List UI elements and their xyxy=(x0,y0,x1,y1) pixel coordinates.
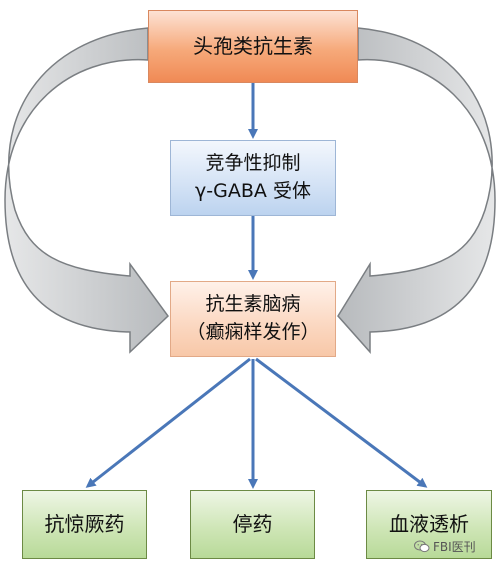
node-gaba-line2: γ-GABA 受体 xyxy=(195,180,311,202)
node-stop-drug: 停药 xyxy=(190,490,315,559)
wechat-icon xyxy=(414,540,430,553)
node-anticonvulsant: 抗惊厥药 xyxy=(22,490,147,559)
node-gaba-line1: 竞争性抑制 xyxy=(205,152,301,175)
node-hemodialysis: 血液透析 xyxy=(366,490,492,559)
arrow-center-to-left xyxy=(85,357,251,488)
node-cephalosporin: 头孢类抗生素 xyxy=(148,10,358,83)
node-encephalopathy-line2: （癫痫样发作） xyxy=(186,321,320,343)
watermark-text: FBI医刊 xyxy=(433,540,476,554)
left-curved-arrow xyxy=(4,27,169,354)
node-encephalopathy-line1: 抗生素脑病 xyxy=(205,293,301,316)
arrow-center-to-right xyxy=(255,357,428,488)
watermark: FBI医刊 xyxy=(414,538,476,555)
node-cephalosporin-label: 头孢类抗生素 xyxy=(193,34,313,58)
node-stop-drug-label: 停药 xyxy=(232,512,273,536)
node-antibiotic-encephalopathy: 抗生素脑病 （癫痫样发作） xyxy=(170,281,336,357)
right-curved-arrow xyxy=(337,27,496,354)
node-anticonvulsant-label: 抗惊厥药 xyxy=(44,512,125,536)
node-gaba-inhibition: 竞争性抑制 γ-GABA 受体 xyxy=(170,140,336,216)
node-hemodialysis-label: 血液透析 xyxy=(389,512,469,536)
